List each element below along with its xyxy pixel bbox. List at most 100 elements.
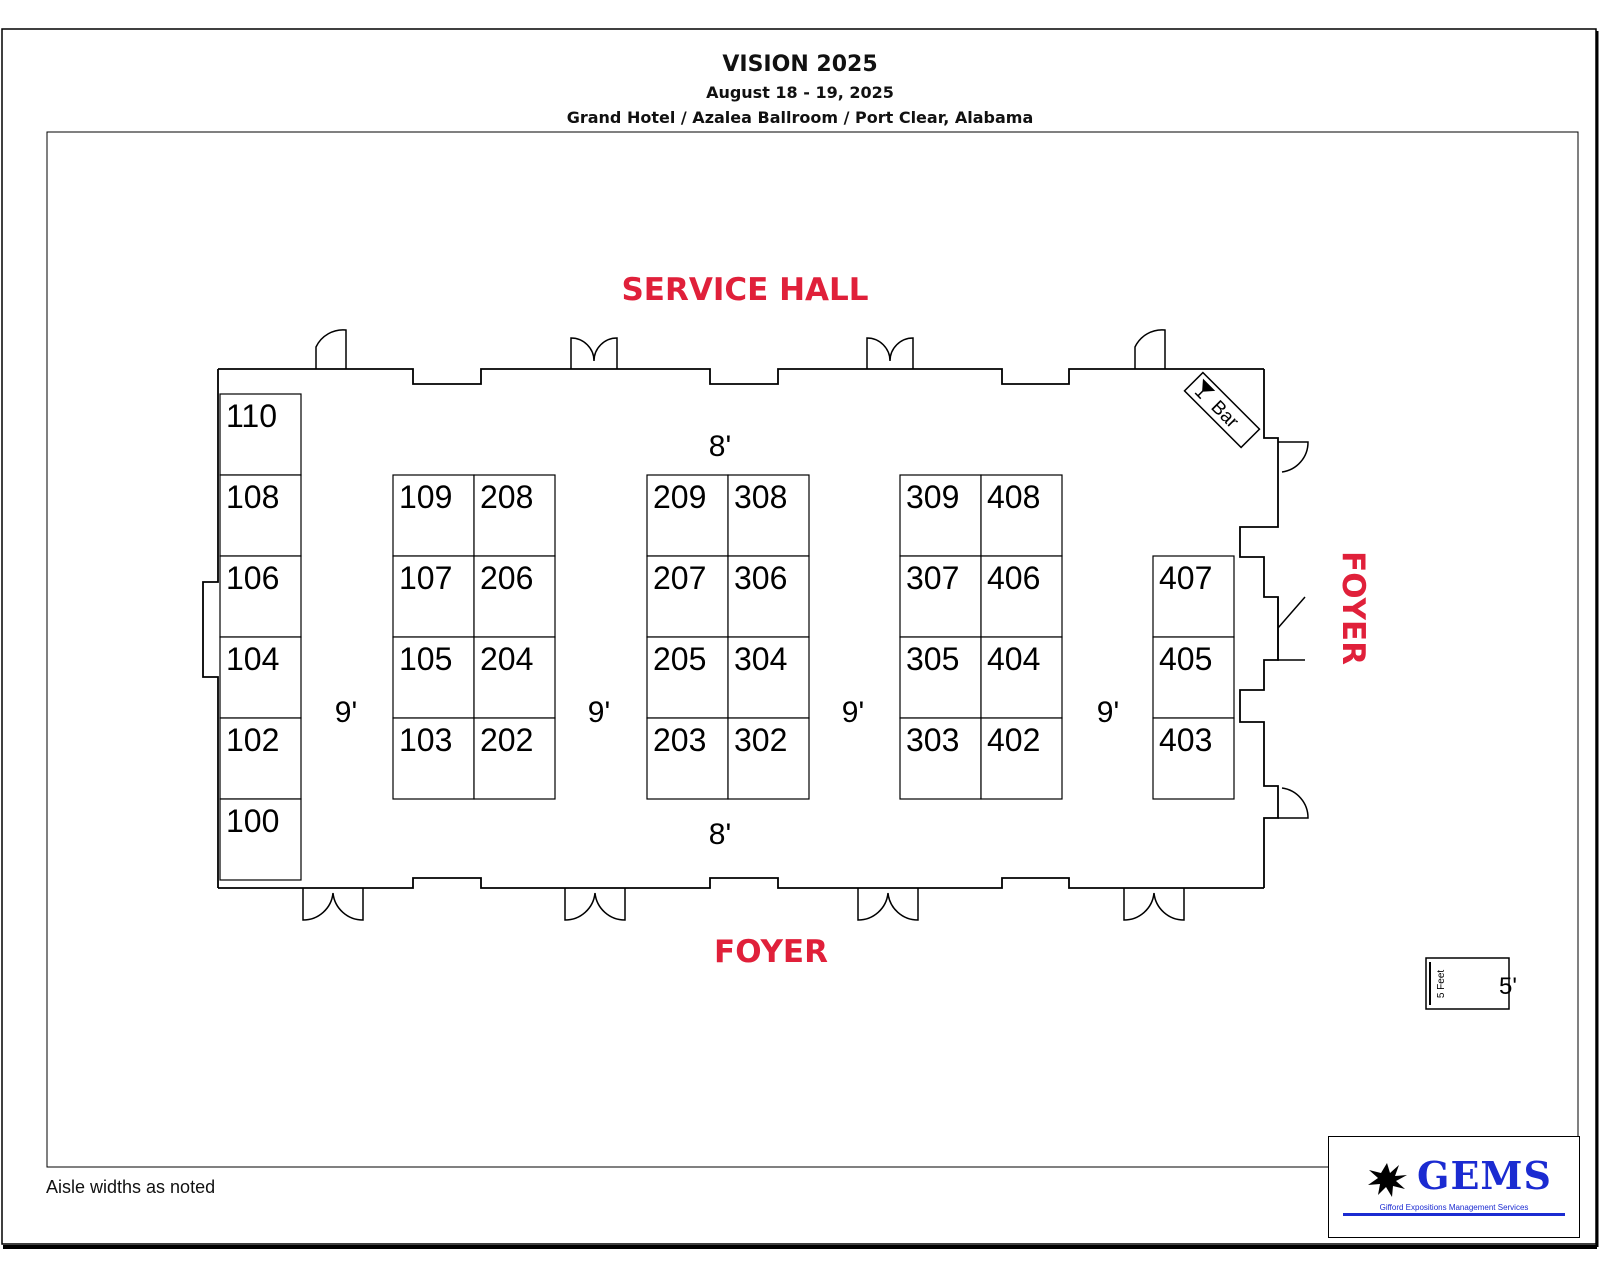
booth-number: 110 xyxy=(226,398,277,434)
booth-cell xyxy=(219,717,302,800)
booth-number: 205 xyxy=(653,641,706,677)
aisle-gap-label: 9' xyxy=(588,696,610,729)
booth-number: 207 xyxy=(653,560,706,596)
booth: 307 xyxy=(899,555,982,638)
booth-cell xyxy=(727,555,810,638)
booth: 109 xyxy=(392,474,475,557)
booth-cell xyxy=(1152,717,1235,800)
logo-tagline: Gifford Expositions Management Services xyxy=(1343,1203,1565,1216)
booth-cell xyxy=(392,555,475,638)
booth-number: 407 xyxy=(1159,560,1212,596)
scale-box-text: 5 Feet xyxy=(1436,970,1447,999)
booth: 107 xyxy=(392,555,475,638)
booth-number: 402 xyxy=(987,722,1040,758)
booth-number: 404 xyxy=(987,641,1040,677)
booth-cell xyxy=(980,717,1063,800)
booth: 407 xyxy=(1152,555,1235,638)
booth: 204 xyxy=(473,636,556,719)
booth-number: 102 xyxy=(226,722,279,758)
booth-number: 306 xyxy=(734,560,787,596)
booth: 405 xyxy=(1152,636,1235,719)
booth-cell xyxy=(392,717,475,800)
room-walls xyxy=(202,368,1279,889)
foyer-bottom-label: FOYER xyxy=(714,934,828,970)
booth: 406 xyxy=(980,555,1063,638)
booth-cell xyxy=(473,636,556,719)
booth: 208 xyxy=(473,474,556,557)
booth-cell xyxy=(1152,555,1235,638)
doors xyxy=(302,329,1309,921)
booth-cell xyxy=(646,474,729,557)
aisle-width-note: Aisle widths as noted xyxy=(46,1177,216,1197)
booth: 206 xyxy=(473,555,556,638)
service-hall-label: SERVICE HALL xyxy=(621,272,868,308)
booth-cell xyxy=(646,717,729,800)
booth: 108 xyxy=(219,474,302,557)
booth: 105 xyxy=(392,636,475,719)
booth-number: 208 xyxy=(480,479,533,515)
booth-cell xyxy=(219,636,302,719)
booth: 308 xyxy=(727,474,810,557)
booth-cell xyxy=(1152,636,1235,719)
booth-cell xyxy=(727,636,810,719)
booth-cell xyxy=(899,717,982,800)
aisle-gap-label: 9' xyxy=(335,696,357,729)
event-title: VISION 2025 xyxy=(722,52,878,77)
booth: 104 xyxy=(219,636,302,719)
booth-number: 104 xyxy=(226,641,279,677)
booth-number: 302 xyxy=(734,722,787,758)
booth-number: 209 xyxy=(653,479,706,515)
booth-number: 304 xyxy=(734,641,787,677)
booth: 408 xyxy=(980,474,1063,557)
booth-number: 100 xyxy=(226,803,279,839)
booth-number: 303 xyxy=(906,722,959,758)
booth: 306 xyxy=(727,555,810,638)
booth-number: 405 xyxy=(1159,641,1212,677)
booth-number: 309 xyxy=(906,479,959,515)
booth-number: 406 xyxy=(987,560,1040,596)
booth-cell xyxy=(473,555,556,638)
booth-cell xyxy=(899,474,982,557)
booth: 302 xyxy=(727,717,810,800)
aisle-gap-label: 9' xyxy=(1097,696,1119,729)
booth-number: 107 xyxy=(399,560,452,596)
splash-logo-icon xyxy=(1368,1163,1407,1197)
booth: 304 xyxy=(727,636,810,719)
booth: 309 xyxy=(899,474,982,557)
booth-number: 206 xyxy=(480,560,533,596)
aisle-gap-label: 9' xyxy=(842,696,864,729)
booth-cell xyxy=(980,636,1063,719)
booth-cell xyxy=(392,636,475,719)
booth-number: 202 xyxy=(480,722,533,758)
cocktail-glass-icon xyxy=(1194,378,1216,400)
booth: 103 xyxy=(392,717,475,800)
booth: 102 xyxy=(219,717,302,800)
drawing-frame xyxy=(46,131,1579,1168)
booth-cell xyxy=(219,555,302,638)
booth-number: 403 xyxy=(1159,722,1212,758)
gems-logo: GEMS Gifford Expositions Management Serv… xyxy=(1328,1136,1580,1238)
booth: 404 xyxy=(980,636,1063,719)
booth: 207 xyxy=(646,555,729,638)
booth-number: 204 xyxy=(480,641,533,677)
booth-number: 108 xyxy=(226,479,279,515)
booth-cell xyxy=(473,717,556,800)
scale-indicator: 5 Feet 5' xyxy=(1425,957,1517,1010)
booth-number: 103 xyxy=(399,722,452,758)
aisle-bottom-label: 8' xyxy=(709,818,731,851)
foyer-right-label: FOYER xyxy=(1335,551,1371,665)
booth: 202 xyxy=(473,717,556,800)
booth-cell xyxy=(980,474,1063,557)
booth-cell xyxy=(219,798,302,881)
booth-number: 307 xyxy=(906,560,959,596)
bar-counter: Bar xyxy=(1183,371,1261,449)
booth-number: 203 xyxy=(653,722,706,758)
booth-cell xyxy=(646,636,729,719)
logo-wordmark: GEMS xyxy=(1417,1153,1552,1198)
booth: 106 xyxy=(219,555,302,638)
booth-number: 305 xyxy=(906,641,959,677)
booth: 203 xyxy=(646,717,729,800)
scale-label: 5' xyxy=(1499,973,1517,1000)
